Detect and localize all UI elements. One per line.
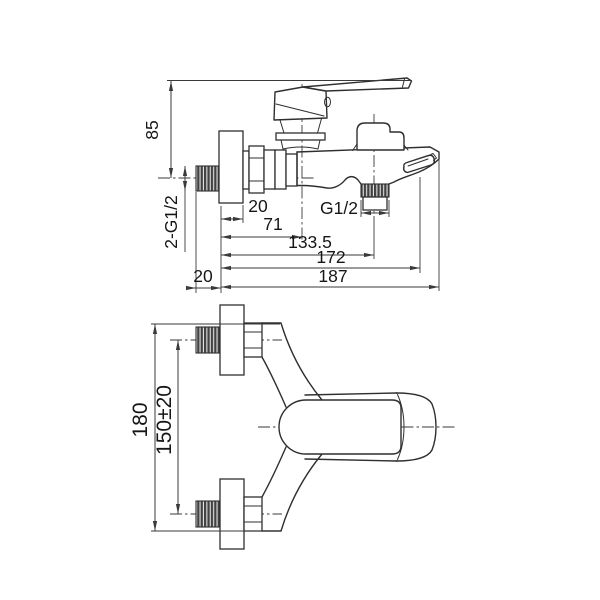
diverter-knob-base [403, 144, 409, 151]
upper-escutcheon [219, 304, 245, 376]
lower-arm-outer-edge [261, 453, 323, 532]
dim-label-outlet-thread: G1/2 [320, 198, 358, 218]
handle-neck [317, 118, 322, 134]
lower-arm-inner-edge [261, 446, 287, 498]
shower-outlet-nipple [362, 196, 388, 211]
dim-label-inlet-spacing: 150±20 [153, 385, 176, 455]
cartridge-housing-base [282, 146, 319, 150]
lever-end-cap [395, 392, 437, 462]
lever-top-edge [304, 392, 398, 396]
dim-label-inlet-threads: 2-G1/2 [161, 195, 181, 249]
dim-label-height-85: 85 [142, 120, 162, 139]
upper-arm-outer-edge [261, 322, 323, 401]
handle-grip-front [278, 399, 402, 455]
inlet-thread [195, 165, 220, 192]
eccentric-step [274, 149, 287, 190]
aerator-tab [427, 153, 437, 161]
front-view: 180 150±20 [129, 304, 455, 550]
lower-union-nut [243, 496, 263, 532]
cartridge-collar [275, 132, 326, 141]
dim-label-thread-length: 20 [193, 266, 213, 286]
upper-union-nut [243, 322, 263, 358]
diverter-knob [356, 122, 405, 151]
wall-escutcheon [218, 130, 244, 204]
lever-bottom-edge [304, 458, 398, 462]
dim-label-172: 172 [316, 247, 345, 267]
cartridge-housing [280, 139, 284, 150]
dim-label-187: 187 [318, 266, 347, 286]
dim-label-escutcheon-depth: 20 [248, 196, 268, 216]
diverter-knob-base [352, 143, 358, 151]
union-nut [248, 145, 265, 194]
upper-arm-inner-edge [261, 356, 287, 408]
lower-inlet-thread [195, 500, 221, 528]
eccentric-step [263, 149, 276, 190]
handle-base [273, 86, 328, 121]
dim-label-overall-height: 180 [129, 402, 152, 437]
aerator-facet [407, 158, 429, 167]
mixer-body-bottom [296, 151, 362, 189]
shower-outlet-thread [360, 183, 390, 198]
handle-base-facet [275, 103, 325, 117]
cartridge-housing [317, 139, 321, 150]
side-view: 85 2-G1/2 20 71 133.5 172 187 20 G1/2 [142, 77, 440, 293]
lever-end-cap-inner [397, 394, 405, 460]
lever-screw-detail [324, 96, 331, 108]
dim-label-133-5: 133.5 [288, 232, 332, 252]
handle-lever [302, 77, 413, 92]
dim-label-71: 71 [263, 214, 282, 234]
eccentric-step [285, 153, 298, 187]
upper-inlet-thread [195, 326, 221, 354]
union-collar [242, 150, 250, 190]
handle-neck [279, 119, 285, 134]
lower-escutcheon [219, 478, 245, 550]
